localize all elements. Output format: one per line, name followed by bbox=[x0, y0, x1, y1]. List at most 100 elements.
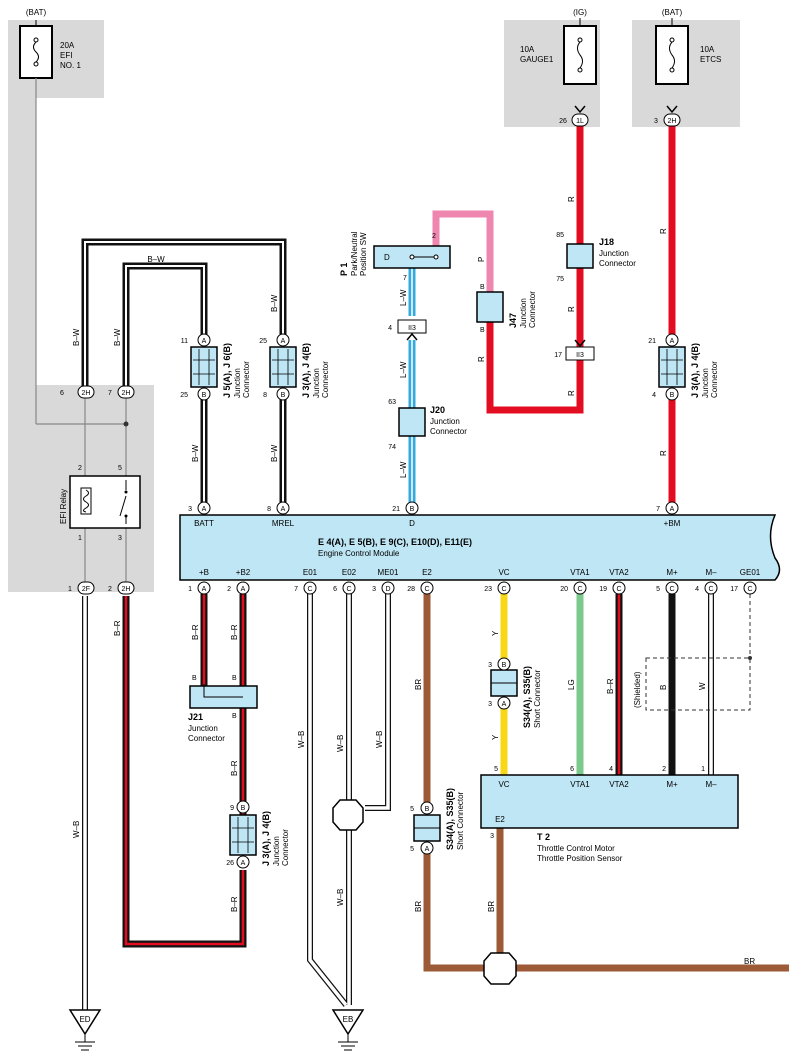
svg-text:R: R bbox=[659, 450, 668, 456]
terminals: 2H 2H 2F 2H 1L 2H bbox=[77, 113, 681, 595]
ecm-top-pins: A 3 BATT A 8 MREL B 21 D A 7 +BM bbox=[188, 501, 681, 528]
svg-text:Junction: Junction bbox=[599, 249, 629, 258]
svg-text:+BM: +BM bbox=[664, 519, 681, 528]
svg-text:C: C bbox=[307, 586, 312, 593]
svg-text:1: 1 bbox=[78, 535, 82, 542]
svg-text:B: B bbox=[192, 675, 197, 682]
svg-text:B: B bbox=[425, 806, 430, 813]
svg-text:VTA2: VTA2 bbox=[609, 780, 629, 789]
svg-text:Y: Y bbox=[491, 630, 500, 636]
svg-text:Junction: Junction bbox=[701, 368, 710, 398]
svg-text:P: P bbox=[477, 257, 486, 262]
fuse-gauge1: 10A GAUGE1 bbox=[520, 18, 597, 85]
svg-text:2: 2 bbox=[108, 586, 112, 593]
svg-text:4: 4 bbox=[388, 325, 392, 332]
svg-text:ME01: ME01 bbox=[378, 568, 399, 577]
terminal-2h-etcs: 2H bbox=[663, 113, 681, 127]
svg-text:8: 8 bbox=[267, 506, 271, 513]
inline-connector-ii3-right: II3 17 bbox=[554, 346, 595, 361]
svg-text:2: 2 bbox=[662, 766, 666, 773]
svg-text:4: 4 bbox=[652, 392, 656, 399]
svg-text:B: B bbox=[480, 327, 485, 334]
svg-text:B: B bbox=[659, 685, 668, 690]
svg-text:A: A bbox=[281, 506, 286, 513]
svg-text:MREL: MREL bbox=[272, 519, 295, 528]
svg-text:Connector: Connector bbox=[321, 361, 330, 398]
efi-relay: 2 5 1 3 EFI Relay bbox=[59, 465, 141, 542]
svg-text:L–W: L–W bbox=[399, 461, 408, 478]
svg-text:2H: 2H bbox=[668, 118, 677, 125]
svg-text:5: 5 bbox=[494, 766, 498, 773]
park-neutral-switch: D 2 7 P 1 Park/Neutral Position SW bbox=[339, 231, 451, 282]
wire-br-ecm bbox=[200, 594, 247, 815]
connector-j3-j4-top: A B 25 8 J 3(A), J 4(B) Junction Connect… bbox=[259, 333, 330, 401]
svg-text:GE01: GE01 bbox=[740, 568, 761, 577]
svg-text:23: 23 bbox=[484, 586, 492, 593]
svg-text:B: B bbox=[232, 713, 237, 720]
svg-text:20: 20 bbox=[560, 586, 568, 593]
splice-wb bbox=[332, 799, 364, 831]
svg-text:E2: E2 bbox=[422, 568, 432, 577]
wire-pink-p bbox=[432, 210, 494, 292]
svg-text:B: B bbox=[480, 284, 485, 291]
svg-text:B: B bbox=[202, 392, 207, 399]
svg-text:M–: M– bbox=[705, 568, 717, 577]
svg-text:21: 21 bbox=[392, 506, 400, 513]
wire-br-relay bbox=[122, 596, 247, 948]
svg-text:B: B bbox=[241, 805, 246, 812]
svg-text:C: C bbox=[424, 586, 429, 593]
connector-j3-j4-right: A B 21 4 J 3(A), J 4(B) Junction Connect… bbox=[648, 333, 719, 401]
svg-text:Junction: Junction bbox=[233, 368, 242, 398]
svg-text:7: 7 bbox=[108, 390, 112, 397]
svg-text:25: 25 bbox=[180, 392, 188, 399]
svg-text:4: 4 bbox=[695, 586, 699, 593]
wire-bw-inner bbox=[122, 262, 208, 386]
svg-text:BATT: BATT bbox=[194, 519, 214, 528]
svg-text:S34(A), S35(B): S34(A), S35(B) bbox=[445, 788, 455, 850]
svg-text:B: B bbox=[410, 506, 415, 513]
svg-text:1L: 1L bbox=[576, 118, 584, 125]
connector-j18: 85 75 J18 Junction Connector bbox=[556, 232, 636, 283]
svg-text:2H: 2H bbox=[122, 586, 131, 593]
wire-bw-outer bbox=[81, 238, 287, 386]
svg-text:A: A bbox=[202, 338, 207, 345]
svg-text:Short Connector: Short Connector bbox=[456, 791, 465, 850]
short-connector-s34-top: B A 3 3 S34(A), S35(B) Short Connector bbox=[488, 657, 542, 728]
svg-text:S34(A), S35(B): S34(A), S35(B) bbox=[522, 666, 532, 728]
svg-text:2H: 2H bbox=[122, 390, 131, 397]
svg-text:B–W: B–W bbox=[147, 255, 165, 264]
svg-text:E2: E2 bbox=[495, 815, 505, 824]
svg-text:B–R: B–R bbox=[230, 624, 239, 640]
svg-text:W: W bbox=[698, 682, 707, 690]
fuse-gauge-name: GAUGE1 bbox=[520, 55, 554, 64]
splice-br bbox=[483, 952, 517, 985]
svg-text:63: 63 bbox=[388, 399, 396, 406]
svg-text:+B2: +B2 bbox=[236, 568, 251, 577]
fuse-etcs-supply: (BAT) bbox=[662, 8, 683, 17]
svg-text:1: 1 bbox=[701, 766, 705, 773]
svg-text:C: C bbox=[501, 586, 506, 593]
svg-text:C: C bbox=[747, 586, 752, 593]
svg-text:BR: BR bbox=[744, 957, 755, 966]
svg-text:3: 3 bbox=[188, 506, 192, 513]
svg-text:B–W: B–W bbox=[113, 328, 122, 346]
svg-text:D: D bbox=[409, 519, 415, 528]
wire-red-j47 bbox=[486, 322, 584, 414]
svg-text:W–B: W–B bbox=[297, 731, 306, 748]
svg-text:A: A bbox=[670, 338, 675, 345]
svg-text:EB: EB bbox=[343, 1015, 354, 1024]
svg-text:5: 5 bbox=[118, 465, 122, 472]
svg-text:Position SW: Position SW bbox=[359, 232, 368, 276]
svg-text:LG: LG bbox=[567, 679, 576, 690]
svg-text:B–R: B–R bbox=[191, 624, 200, 640]
svg-text:28: 28 bbox=[407, 586, 415, 593]
svg-text:Connector: Connector bbox=[528, 291, 537, 328]
terminal-2h-b: 2H bbox=[117, 385, 135, 399]
efi-relay-label: EFI Relay bbox=[59, 489, 68, 524]
svg-text:W–B: W–B bbox=[336, 889, 345, 906]
svg-text:II3: II3 bbox=[408, 325, 416, 332]
svg-text:6: 6 bbox=[333, 586, 337, 593]
svg-text:3: 3 bbox=[490, 833, 494, 840]
svg-text:A: A bbox=[241, 860, 246, 867]
